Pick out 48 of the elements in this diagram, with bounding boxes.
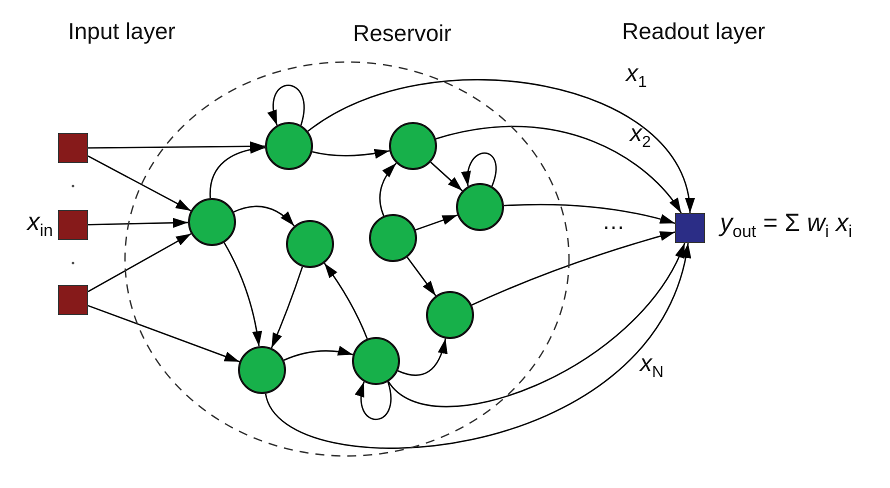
- arrow: [398, 338, 448, 376]
- neuron-circle: [369, 214, 417, 262]
- readout-unit: [675, 213, 705, 243]
- arrow: [312, 148, 390, 159]
- arrow: [264, 242, 690, 449]
- arrow: [88, 233, 192, 292]
- arrow: [268, 84, 304, 126]
- input-unit: [58, 285, 88, 315]
- arrow: [88, 155, 192, 212]
- edge-label: x$_{N}$: [640, 350, 664, 378]
- input-unit: [58, 133, 88, 163]
- arrow: [324, 262, 368, 339]
- neuron-circle: [456, 183, 504, 231]
- arrow: [270, 266, 304, 348]
- arrow: [472, 231, 676, 306]
- neuron-circle: [352, 337, 400, 385]
- neuron-circle: [286, 220, 334, 268]
- output-formula: y$_{out}$ = Σ w$_{i}$ x$_{i}$: [720, 209, 852, 238]
- neuron-circle: [265, 122, 313, 170]
- arrow: [504, 204, 676, 224]
- arrow: [308, 79, 692, 214]
- arrow: [88, 218, 188, 228]
- arrow: [224, 242, 262, 346]
- arrow: [436, 126, 682, 214]
- arrow: [210, 144, 266, 198]
- input-unit: [58, 210, 88, 240]
- arrow: [415, 214, 458, 231]
- arrow: [406, 256, 436, 296]
- neuron-circle: [188, 198, 236, 246]
- layer-heading: Readout layer: [622, 18, 766, 45]
- neuron-circle: [238, 346, 286, 394]
- edge-label: x$_{2}$: [630, 120, 651, 148]
- input-symbol: x$_{in}$: [27, 208, 53, 237]
- layer-heading: Reservoir: [353, 20, 452, 47]
- layer-heading: Input layer: [68, 18, 176, 45]
- arrow: [430, 162, 463, 192]
- arrow: [388, 242, 686, 408]
- arrow: [284, 346, 354, 361]
- neuron-circle: [389, 122, 437, 170]
- arrow: [379, 162, 397, 216]
- edge-label: x$_{1}$: [626, 60, 647, 88]
- arrow: [88, 304, 240, 362]
- arrow: [88, 141, 265, 152]
- neuron-circle: [426, 291, 474, 339]
- arrow: [356, 382, 392, 420]
- arrow: [462, 152, 497, 186]
- arrow: [234, 206, 295, 226]
- ellipsis-text: …: [602, 208, 625, 235]
